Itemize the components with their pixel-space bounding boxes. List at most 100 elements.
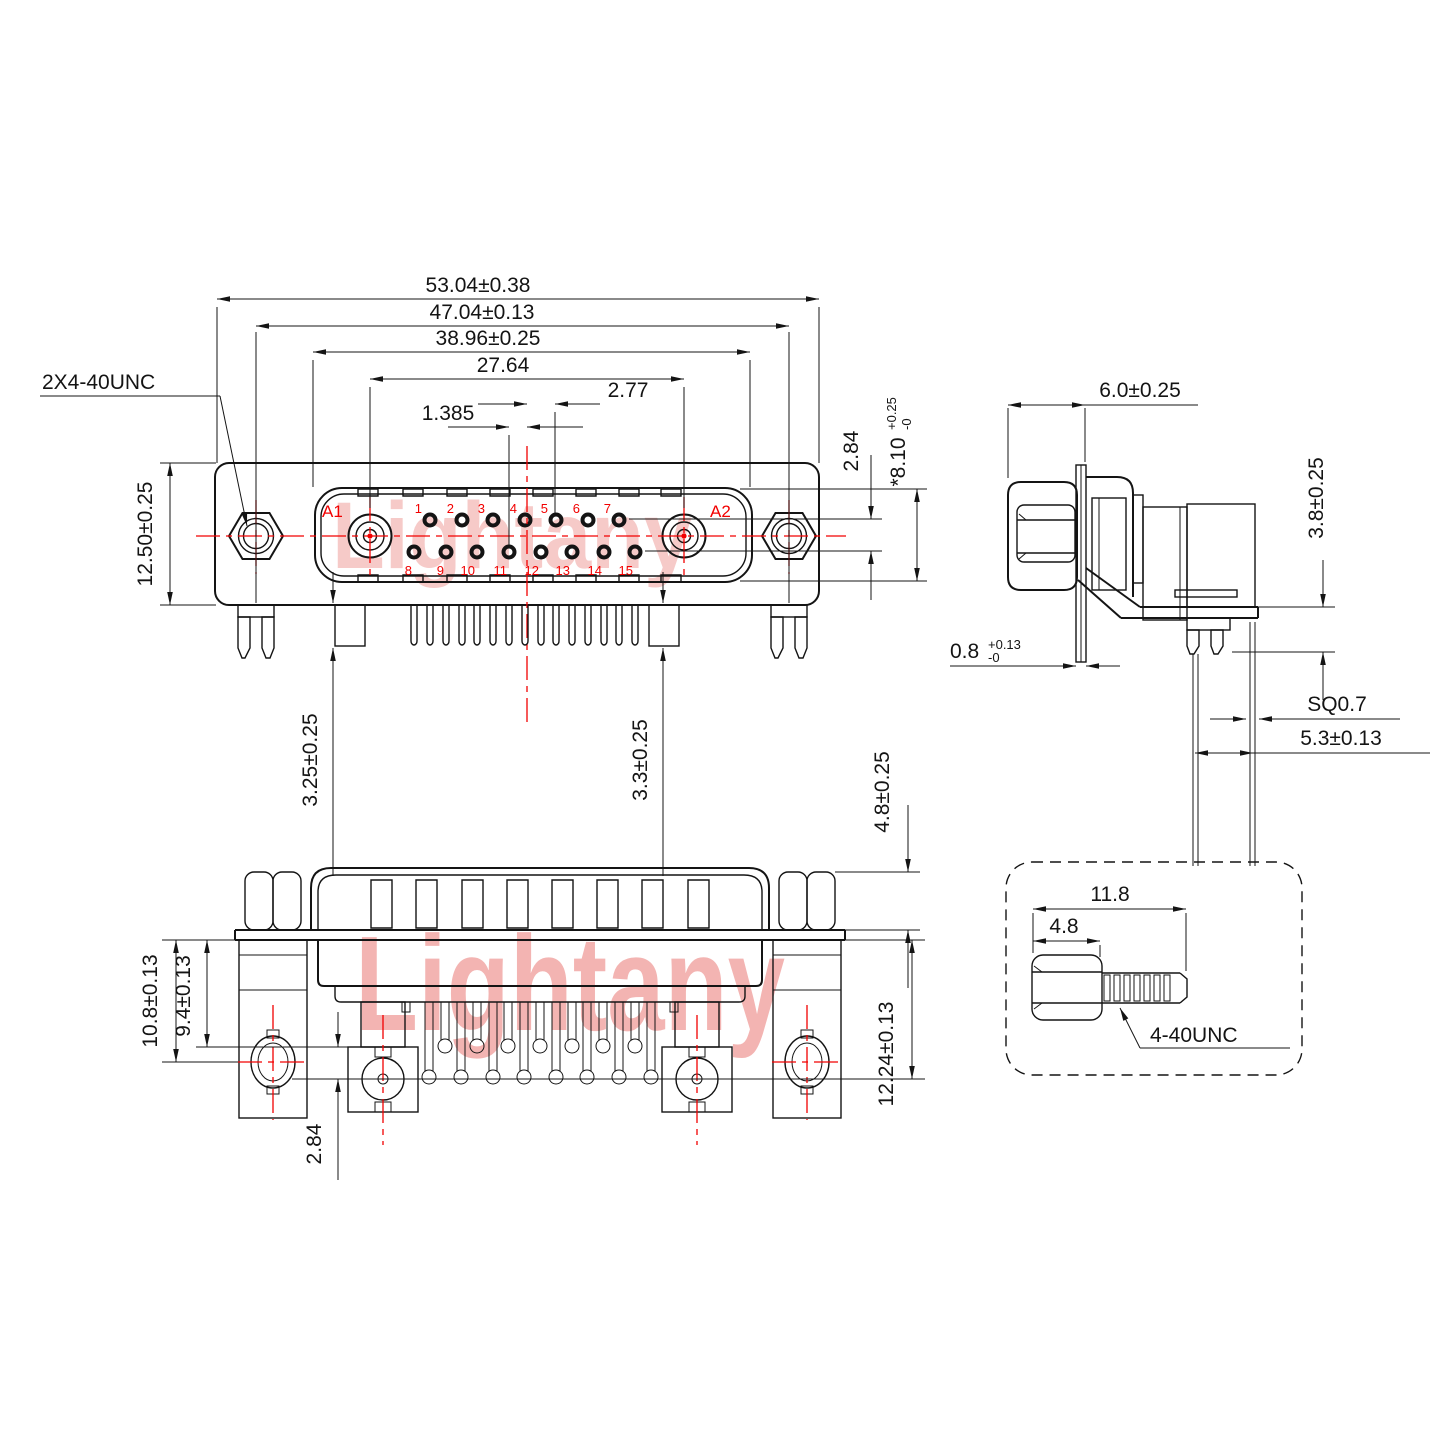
side-dim-depth-lines — [1007, 402, 1198, 478]
side-coax-block — [1186, 503, 1256, 608]
screw-detail-view: 11.8 4.8 4-40UNC — [1005, 861, 1303, 1076]
bottom-standoff-right — [778, 871, 836, 931]
dim-coax-face: 9.4±0.13 — [172, 955, 195, 1037]
bottom-shell-inner — [317, 874, 763, 930]
dim-row-stagger: 1.385 — [422, 402, 475, 425]
front-mount-fork-left — [237, 604, 275, 659]
bottom-housing — [317, 940, 763, 987]
dim-overall-width: 53.04±0.38 — [426, 274, 531, 297]
side-flange — [1075, 464, 1087, 663]
dim-shell-height-tol-minus: -0 — [899, 418, 914, 430]
dim-flange-tol-minus: -0 — [988, 650, 1000, 665]
side-shell — [1086, 476, 1134, 597]
dim-tail-right: 3.3±0.25 — [629, 719, 652, 801]
dim-row-spacing: 5.3±0.13 — [1300, 727, 1382, 750]
svg-text:2: 2 — [447, 501, 454, 516]
dim-bracket: 3.8±0.25 — [1305, 457, 1328, 539]
dim-tail-left: 3.25±0.25 — [299, 713, 322, 806]
svg-text:15: 15 — [619, 563, 633, 578]
bottom-shell-outer — [310, 867, 770, 930]
watermark-bottom: Lightany — [355, 908, 785, 1059]
bottom-mount-plate — [234, 929, 846, 941]
front-pins-bottom-row — [406, 544, 643, 560]
pin-numbers-bottom: 8 9 10 11 12 13 14 15 — [405, 563, 633, 578]
bottom-shell-slots — [370, 879, 710, 929]
bottom-pins-short-row — [437, 1002, 643, 1054]
dim-pin-pitch: 2.77 — [608, 379, 649, 402]
dim-depth: 6.0±0.25 — [1099, 379, 1181, 402]
side-shell-cavity — [1091, 497, 1127, 591]
front-view: A1 A2 1 2 3 4 5 6 7 8 9 10 11 12 13 14 1… — [40, 274, 927, 876]
front-coax-tab-right — [648, 604, 680, 647]
dim-standoff-height: 4.8±0.25 — [871, 751, 894, 833]
dim-pin-section: SQ0.7 — [1307, 693, 1367, 716]
side-dim-bracket-lines — [1232, 560, 1335, 700]
svg-text:9: 9 — [437, 563, 444, 578]
svg-text:3: 3 — [478, 501, 485, 516]
svg-text:4: 4 — [510, 501, 517, 516]
detail-thread-label: 4-40UNC — [1150, 1024, 1238, 1047]
svg-text:10: 10 — [461, 563, 475, 578]
dim-screw-length: 11.8 — [1090, 883, 1129, 906]
dim-coax-span: 27.64 — [477, 354, 530, 377]
pin-numbers-top: 1 2 3 4 5 6 7 — [415, 501, 611, 516]
dim-shell-height-group: *8.10 +0.25 -0 — [884, 397, 914, 486]
svg-text:11: 11 — [494, 563, 508, 578]
bottom-centerlines — [238, 1005, 844, 1145]
front-coax-tab-left — [334, 604, 366, 647]
front-mount-fork-right — [770, 604, 808, 659]
front-solder-pins — [410, 605, 639, 646]
dim-coax-offset: 2.84 — [303, 1123, 326, 1164]
svg-text:1: 1 — [415, 501, 422, 516]
dim-body-depth: 12.24±0.13 — [875, 1002, 898, 1107]
front-dim-right — [629, 455, 927, 600]
dim-shell-height: *8.10 — [887, 437, 910, 486]
bottom-pins-long-row — [421, 1002, 659, 1085]
svg-text:13: 13 — [556, 563, 570, 578]
dim-mount-width: 47.04±0.13 — [430, 301, 535, 324]
front-shell-teeth-bottom — [357, 574, 682, 583]
bottom-wafer-tab-left — [401, 1001, 411, 1013]
bottom-view: 10.8±0.13 9.4±0.13 2.84 4.8±0.25 12.24±0… — [139, 751, 925, 1180]
dim-screw-head: 4.8 — [1049, 915, 1078, 938]
dim-flange: 0.8 — [950, 640, 979, 663]
dim-row-offset: 2.84 — [840, 430, 863, 471]
side-hex-nut — [1016, 504, 1076, 563]
side-view: 6.0±0.25 3.8±0.25 0.8 +0.13 -0 SQ0.7 5.3… — [950, 379, 1430, 866]
coax-label-a1: A1 — [322, 502, 343, 521]
dim-shell-height-tol-plus: +0.25 — [884, 397, 899, 430]
side-block-foot — [1174, 589, 1238, 598]
svg-text:14: 14 — [588, 563, 602, 578]
side-shell-ring — [1132, 494, 1144, 584]
front-body-outline — [214, 462, 820, 606]
detail-dim-lines — [1032, 906, 1187, 971]
bottom-ext-lines — [162, 871, 925, 1080]
thread-callout-label: 2X4-40UNC — [42, 371, 155, 394]
front-dim-tails — [330, 572, 666, 876]
detail-screw-head — [1031, 954, 1103, 1021]
coax-label-a2: A2 — [710, 502, 731, 521]
dim-screw-axis: 10.8±0.13 — [139, 954, 162, 1047]
side-pcb-pins — [1192, 622, 1256, 866]
dim-flange-tol-plus: +0.13 — [988, 637, 1021, 652]
front-dim-lines-top — [216, 296, 820, 603]
bottom-wafer — [334, 986, 746, 1003]
svg-text:5: 5 — [541, 501, 548, 516]
side-bracket — [1077, 567, 1259, 619]
detail-thread-leader — [1119, 1007, 1141, 1049]
svg-text:12: 12 — [525, 563, 539, 578]
thread-callout-leader — [219, 395, 248, 527]
svg-text:8: 8 — [405, 563, 412, 578]
front-dim-height — [160, 462, 216, 606]
dim-shell-width: 38.96±0.25 — [436, 327, 541, 350]
bottom-standoff-left — [244, 871, 302, 931]
dim-body-height: 12.50±0.25 — [134, 482, 157, 587]
side-hood — [1007, 481, 1078, 591]
side-mount-fork — [1186, 617, 1231, 655]
front-shell-teeth-top — [357, 488, 682, 497]
detail-screw-thread — [1102, 972, 1188, 1004]
svg-text:7: 7 — [604, 501, 611, 516]
bottom-wafer-tab-right — [669, 1001, 679, 1013]
